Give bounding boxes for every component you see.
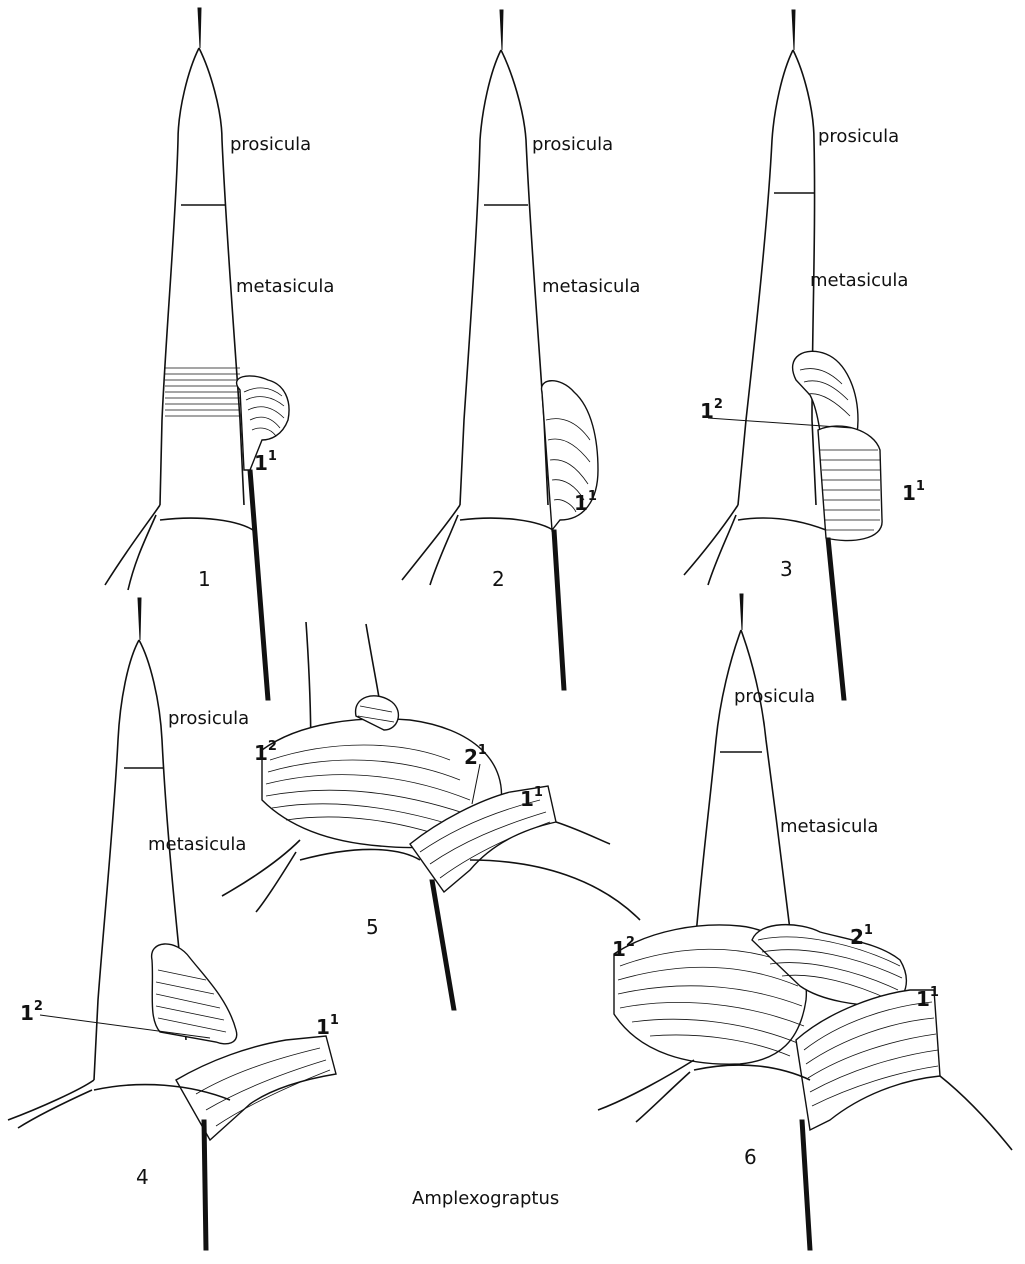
panel-4: 12 11 prosicula metasicula 4 xyxy=(8,598,339,1250)
panel-4-theca-1-1-label: 11 xyxy=(316,1013,339,1039)
panel-6-nema xyxy=(740,594,743,630)
panel-1-virgella xyxy=(248,470,270,700)
panel-3-sicula xyxy=(738,50,816,505)
panel-2-theca-1-1 xyxy=(542,381,598,530)
panel-6-prosicula-label: prosicula xyxy=(734,686,815,707)
panel-2-prosicula-label: prosicula xyxy=(532,134,613,155)
panel-4-theca-1-2-label: 12 xyxy=(20,999,43,1025)
panel-6-virgella xyxy=(800,1120,812,1250)
panel-3-virgella xyxy=(826,538,846,700)
panel-4-nema xyxy=(138,598,141,640)
panel-6: 12 21 11 prosicula metasicula 6 xyxy=(598,594,1012,1250)
panel-1-theca-label: 11 xyxy=(254,449,277,475)
panel-2-base xyxy=(460,518,556,532)
panel-2-theca-label: 11 xyxy=(574,489,597,515)
panel-1-sicula xyxy=(160,48,244,505)
panel-3-base xyxy=(738,518,826,530)
panel-3-metasicula-label: metasicula xyxy=(810,270,908,291)
panel-2-metasicula-label: metasicula xyxy=(542,276,640,297)
panel-3-theca-1-1-label: 11 xyxy=(902,479,925,505)
figure-caption: Amplexograptus xyxy=(412,1188,559,1209)
panel-1-number: 1 xyxy=(198,567,211,591)
panel-5-number: 5 xyxy=(366,915,379,939)
panel-1-spine xyxy=(105,505,160,590)
panel-1-fusellar-bands xyxy=(165,368,240,416)
panel-5-base xyxy=(300,849,640,920)
panel-2-sicula xyxy=(460,50,548,505)
panel-5: 12 21 11 5 xyxy=(222,622,640,1010)
panel-4-theca-1-1 xyxy=(176,1036,336,1140)
panel-6-number: 6 xyxy=(744,1145,757,1169)
panel-4-spine xyxy=(8,1080,94,1128)
panel-3-theca-1-1 xyxy=(818,426,882,540)
panel-6-sicula xyxy=(694,630,790,960)
panel-3-prosicula-label: prosicula xyxy=(818,126,899,147)
panel-6-metasicula-label: metasicula xyxy=(780,816,878,837)
panel-6-theca-1-1 xyxy=(796,990,940,1130)
panel-3: 12 11 prosicula metasicula 3 xyxy=(684,10,925,700)
panel-1-nema xyxy=(198,8,201,48)
panel-3-spine xyxy=(684,505,738,585)
panel-3-number: 3 xyxy=(780,557,793,581)
panel-4-virgella xyxy=(202,1120,208,1250)
panel-1-metasicula-label: metasicula xyxy=(236,276,334,297)
panel-1: 11 prosicula metasicula 1 xyxy=(105,8,334,700)
panel-6-spine xyxy=(598,1060,694,1122)
panel-5-virgella xyxy=(430,880,456,1010)
panel-2-number: 2 xyxy=(492,567,505,591)
panel-2-spine xyxy=(402,505,460,585)
panel-2-virgella xyxy=(552,530,566,690)
panel-1-prosicula-label: prosicula xyxy=(230,134,311,155)
panel-2-nema xyxy=(500,10,503,50)
panel-1-base xyxy=(160,518,256,532)
panel-3-nema xyxy=(792,10,795,50)
panel-2: 11 prosicula metasicula 2 xyxy=(402,10,640,690)
panel-4-prosicula-label: prosicula xyxy=(168,708,249,729)
panel-4-metasicula-label: metasicula xyxy=(148,834,246,855)
panel-4-theca-1-2 xyxy=(152,944,237,1044)
panel-4-number: 4 xyxy=(136,1165,149,1189)
